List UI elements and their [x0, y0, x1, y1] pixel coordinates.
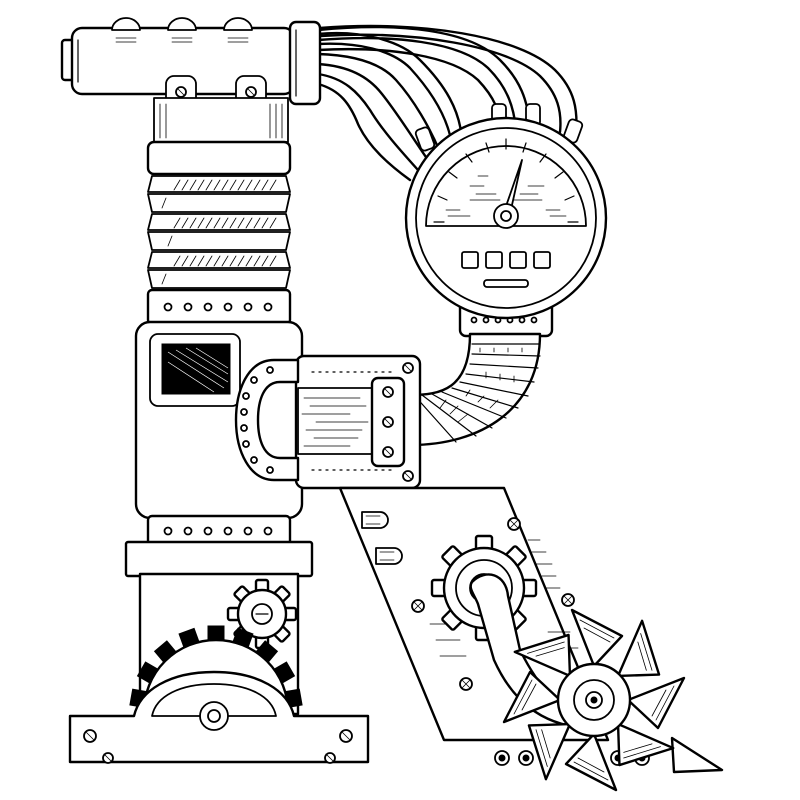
window-screen	[149, 333, 241, 407]
blade-wheel	[502, 608, 686, 792]
base-plate	[68, 578, 370, 764]
dial-ticks	[433, 138, 579, 223]
cylinder-handle	[60, 17, 322, 143]
corrugated-hose	[408, 332, 542, 447]
ribbed-bellows	[146, 140, 292, 326]
round-dial-gauge	[404, 116, 608, 338]
riveted-clamp	[234, 354, 422, 490]
